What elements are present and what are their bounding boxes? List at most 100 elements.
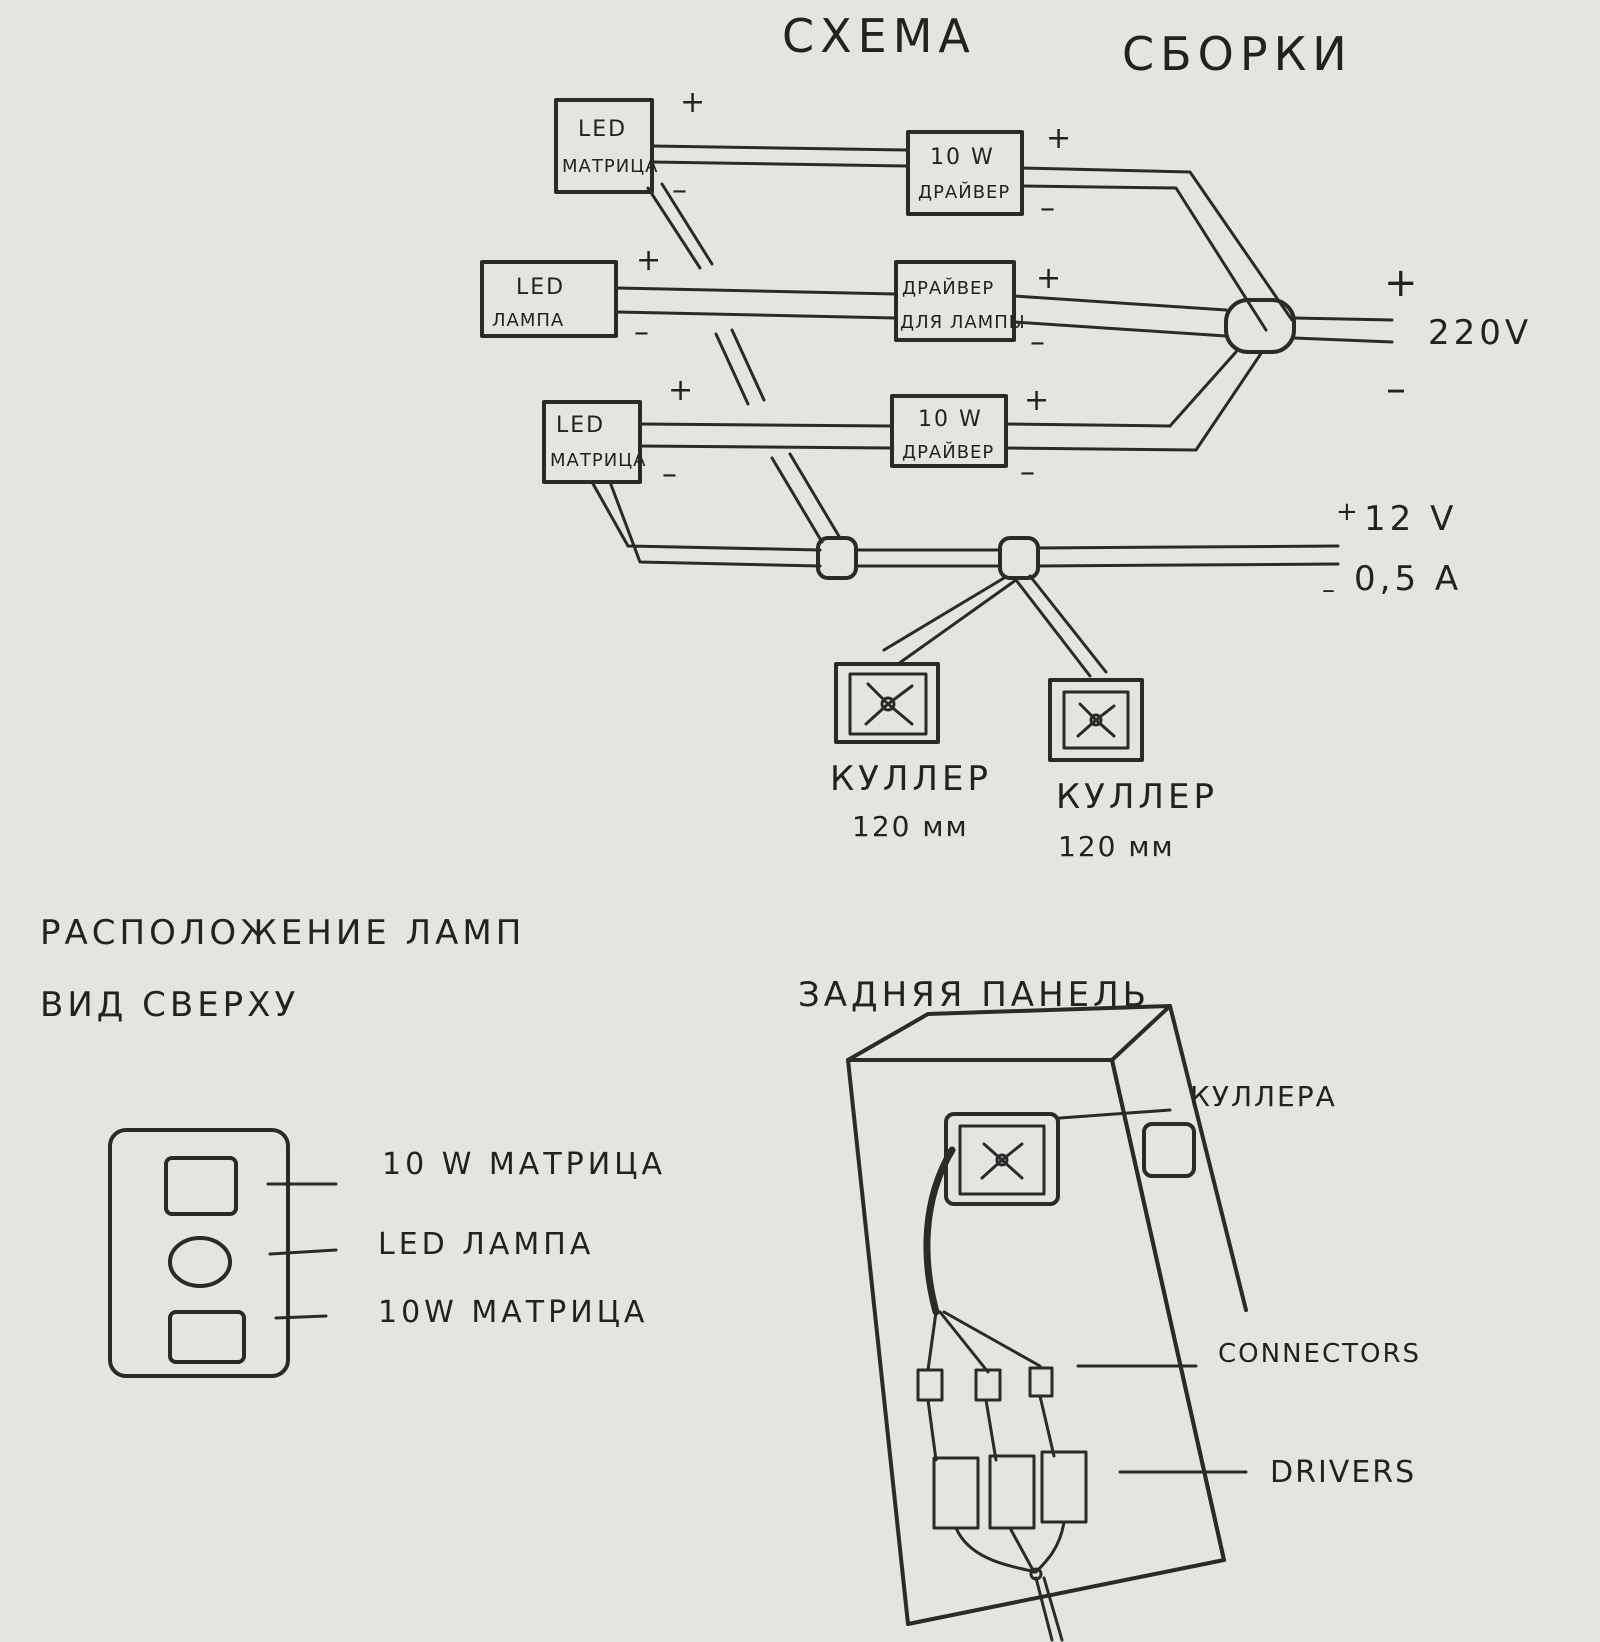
led-matrix-1-box xyxy=(554,98,654,194)
layout-title-line1: РАСПОЛОЖЕНИЕ ЛАМП xyxy=(40,913,525,953)
layout-title-line2: ВИД СВЕРХУ xyxy=(40,985,299,1025)
row-2: LED ЛАМПА + – ДРАЙВЕР ДЛЯ ЛАМПЫ + – xyxy=(480,243,1228,360)
wire-3c xyxy=(1004,350,1238,428)
wire-2a xyxy=(614,286,898,296)
supply-12v-plus: + xyxy=(1336,497,1360,527)
led-matrix-1-label-2: МАТРИЦА xyxy=(562,156,658,177)
fan-branch-1 xyxy=(882,576,1018,666)
cooler-2-hub xyxy=(1089,713,1103,727)
wire-1a xyxy=(650,144,910,152)
layout-body xyxy=(108,1128,290,1378)
driver-1-box xyxy=(906,130,1024,216)
layout-item-2: LED ЛАМПА xyxy=(378,1227,594,1262)
lamp-driver-plus: + xyxy=(1036,261,1063,296)
wire-3b xyxy=(638,444,894,450)
fan-icon xyxy=(980,1142,1024,1180)
wire-1d xyxy=(1020,184,1268,332)
fan-icon xyxy=(1076,702,1116,738)
driver-2-label-1: 10 W xyxy=(918,407,983,432)
cable-bundle xyxy=(923,1146,956,1316)
label-coolers: КУЛЛЕРА xyxy=(1190,1080,1337,1113)
fan-wire-row3 xyxy=(590,480,822,568)
supply-12v-current: 0,5 A xyxy=(1354,559,1462,599)
wire-220-minus xyxy=(1292,336,1394,344)
led-lamp-label-2: ЛАМПА xyxy=(492,310,564,331)
leader-coolers xyxy=(1058,1108,1172,1120)
fan-wire-mid xyxy=(854,548,1002,568)
wire-220-plus xyxy=(1292,316,1394,322)
title-word-1: СХЕМА xyxy=(782,9,976,63)
layout-leaders xyxy=(266,1182,338,1320)
panel-cooler-hub xyxy=(995,1153,1009,1167)
driver-1-label-1: 10 W xyxy=(930,145,995,170)
cooler-2-label: КУЛЛЕР xyxy=(1056,777,1218,817)
supply-220-minus: – xyxy=(1386,366,1408,412)
driver-block-2 xyxy=(988,1454,1036,1530)
wire-2c xyxy=(1012,294,1228,312)
led-matrix-1-minus: – xyxy=(672,173,689,208)
led-matrix-2-minus: – xyxy=(662,457,679,492)
layout-item-3: 10W МАТРИЦА xyxy=(378,1295,648,1330)
fan-wire-row1-a xyxy=(646,182,714,270)
panel-cooler-2 xyxy=(1142,1122,1196,1178)
layout-top-view: 10 W МАТРИЦА LED ЛАМПА 10W МАТРИЦА xyxy=(108,1128,662,1378)
cooler-1-inner xyxy=(848,672,928,736)
row-3: LED МАТРИЦА + – 10 W ДРАЙВЕР + – xyxy=(542,350,1264,492)
driver-feeds xyxy=(926,1394,1056,1462)
connector-1 xyxy=(916,1368,944,1402)
fan-wire-12v xyxy=(1036,544,1340,568)
fan-wire-row1-b xyxy=(714,328,766,406)
led-matrix-1-plus: + xyxy=(680,85,707,120)
wire-2b xyxy=(614,310,898,320)
led-lamp-box xyxy=(480,260,618,338)
row-1: LED МАТРИЦА + – 10 W ДРАЙВЕР + – xyxy=(554,85,1294,332)
enclosure-front xyxy=(846,1058,1226,1626)
fan-icon xyxy=(864,682,914,726)
driver-block-1 xyxy=(932,1456,980,1530)
junction-220v xyxy=(1224,298,1296,354)
cooler-1-frame xyxy=(834,662,940,744)
connector-2 xyxy=(974,1368,1002,1402)
wire-3d xyxy=(1004,350,1264,452)
cooler-1: КУЛЛЕР 120 мм xyxy=(830,662,992,843)
lamp-driver-box xyxy=(894,260,1016,342)
fan-connector-1 xyxy=(816,536,858,580)
wire-2d xyxy=(1012,320,1228,338)
cooler-2-frame xyxy=(1048,678,1144,762)
driver-2-label-2: ДРАЙВЕР xyxy=(902,441,994,463)
driver-1-plus: + xyxy=(1046,121,1073,156)
cooler-1-label: КУЛЛЕР xyxy=(830,759,992,799)
title-word-2: СБОРКИ xyxy=(1122,27,1353,81)
cable-split xyxy=(926,1310,1042,1374)
driver-1-label-2: ДРАЙВЕР xyxy=(918,181,1010,203)
led-matrix-2-plus: + xyxy=(668,373,695,408)
driver-2-plus: + xyxy=(1024,383,1051,418)
panel-cooler-inner xyxy=(958,1124,1046,1196)
lamp-driver-minus: – xyxy=(1030,325,1047,360)
cooler-2-size: 120 мм xyxy=(1058,830,1175,863)
driver-2-minus: – xyxy=(1020,455,1037,490)
fan-branch-2 xyxy=(1014,574,1108,678)
wire-3a xyxy=(638,422,894,428)
driver-block-3 xyxy=(1040,1450,1088,1524)
led-lamp-label-1: LED xyxy=(516,275,565,300)
layout-matrix-bottom xyxy=(168,1310,246,1364)
led-matrix-2-label-1: LED xyxy=(556,413,605,438)
label-drivers: DRIVERS xyxy=(1270,1455,1416,1490)
cooler-2: КУЛЛЕР 120 мм xyxy=(1048,678,1218,863)
lamp-driver-label-1: ДРАЙВЕР xyxy=(902,277,994,299)
lamp-driver-label-2: ДЛЯ ЛАМПЫ xyxy=(900,312,1026,333)
cooler-1-size: 120 мм xyxy=(852,810,969,843)
fan-wire-row1-c xyxy=(770,452,842,544)
supply-12v-minus: – xyxy=(1322,575,1337,605)
back-panel: КУЛЛЕРА CONNECTORS DRIVERS xyxy=(846,1004,1419,1642)
cooler-1-hub xyxy=(880,696,896,712)
supply-220-plus: + xyxy=(1384,260,1420,306)
supply-220-label: 220V xyxy=(1428,313,1532,353)
layout-matrix-top xyxy=(164,1156,238,1216)
led-lamp-minus: – xyxy=(634,315,651,350)
wire-1b xyxy=(650,160,910,168)
cooler-2-inner xyxy=(1062,690,1130,750)
fan-connector-2 xyxy=(998,536,1040,580)
